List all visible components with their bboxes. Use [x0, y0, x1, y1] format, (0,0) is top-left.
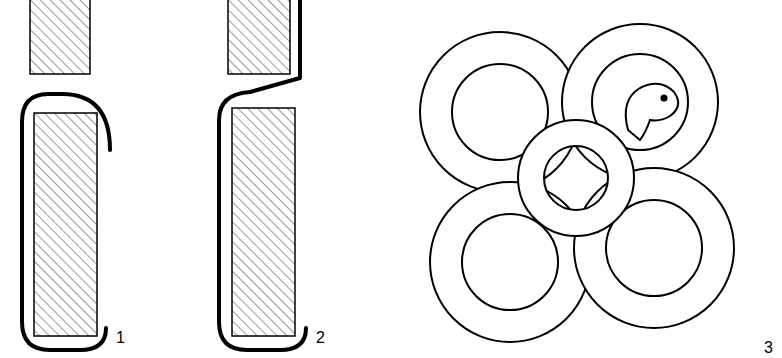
figure-number: 1: [116, 330, 125, 346]
figure-one: [22, 0, 110, 350]
figure-number: 2: [316, 330, 325, 346]
figure-two: [219, 0, 306, 350]
figure-number: 3: [764, 340, 773, 356]
figure-three: [420, 24, 734, 342]
